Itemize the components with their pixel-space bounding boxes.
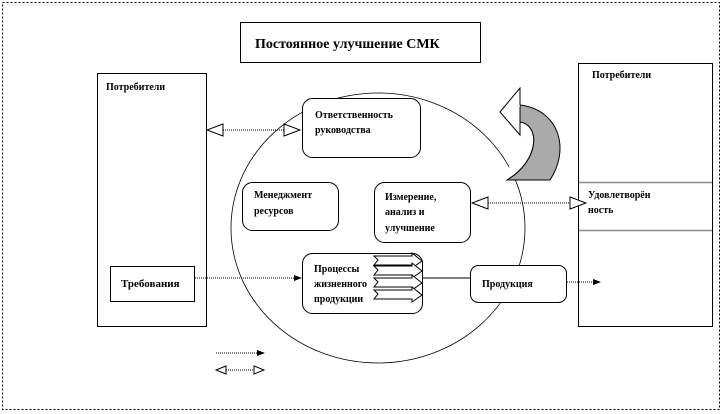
requirements-label: Требования <box>121 278 180 290</box>
customers-right-label: Потребители <box>592 70 651 81</box>
customers-right-box: Потребители Удовлетворён ность <box>578 63 713 327</box>
customers-left-box: Потребители Требования <box>97 73 207 327</box>
title-box: Постоянное улучшение СМК <box>240 22 481 63</box>
processes-box: Процессы жизненного продукции <box>302 251 423 314</box>
resources-label: Менеджмент ресурсов <box>254 190 315 217</box>
measurement-box: Измерение, анализ и улучшение <box>374 182 471 243</box>
product-label: Продукция <box>482 279 533 290</box>
responsibility-label: Ответственность руководства <box>315 110 395 136</box>
qms-circle <box>230 92 526 364</box>
product-box: Продукция <box>470 265 567 303</box>
continuous-improvement-arrow-icon <box>499 86 561 181</box>
processes-label: Процессы жизненного продукции <box>314 264 370 305</box>
customers-left-label: Потребители <box>106 82 165 93</box>
requirements-box <box>110 266 195 302</box>
outer-frame <box>2 2 720 410</box>
resources-box: Менеджмент ресурсов <box>242 182 339 231</box>
satisfaction-label: Удовлетворён ность <box>588 190 653 216</box>
measurement-label: Измерение, анализ и улучшение <box>385 192 439 234</box>
title-text: Постоянное улучшение СМК <box>255 37 441 52</box>
process-arrows-icon <box>372 251 423 303</box>
responsibility-box: Ответственность руководства <box>302 98 421 158</box>
